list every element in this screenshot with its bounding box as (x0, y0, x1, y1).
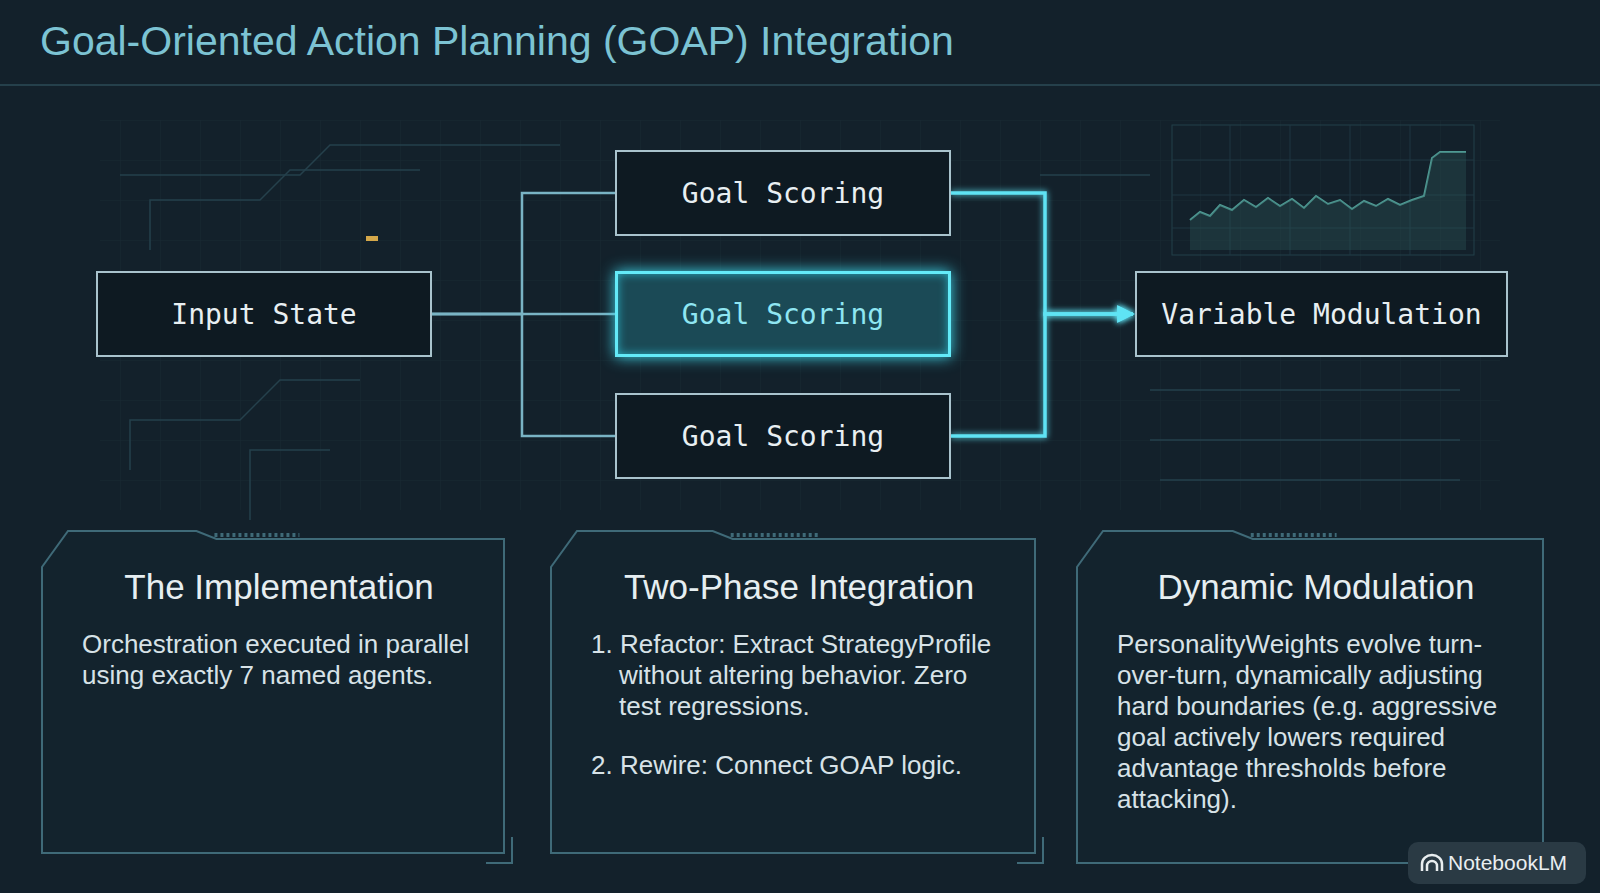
node-label: Goal Scoring (682, 298, 884, 331)
watermark-badge: NotebookLM (1408, 842, 1586, 884)
panel-body: 2. Rewire: Connect GOAP logic. (591, 750, 1007, 781)
goal-box: Goal Scoring (615, 393, 951, 479)
connector (432, 314, 615, 436)
panel-tab-hatch (214, 533, 299, 537)
node-label: Goal Scoring (682, 420, 884, 453)
title-rule (0, 84, 1600, 86)
node-label: Goal Scoring (682, 177, 884, 210)
diagram-title: Goal-Oriented Action Planning (GOAP) Int… (40, 18, 954, 65)
info-panel: Two-Phase Integration 1. Refactor: Extrac… (551, 531, 1041, 857)
info-panel: Dynamic ModulationPersonalityWeights evo… (1077, 531, 1549, 867)
watermark-text: NotebookLM (1448, 851, 1567, 875)
connector (432, 193, 615, 314)
panel-heading: Dynamic Modulation (1117, 567, 1515, 607)
panel-heading: Two-Phase Integration (591, 567, 1007, 607)
panel-heading: The Implementation (82, 567, 476, 607)
panel-tab-hatch (1251, 533, 1337, 537)
panel-frame (42, 531, 504, 853)
panel-frame (1077, 531, 1543, 863)
panel-tab-hatch (731, 533, 821, 537)
panel-frame (551, 531, 1035, 853)
watermark-icon (1420, 853, 1444, 873)
input-box: Input State (96, 271, 432, 357)
info-panel: The ImplementationOrchestration executed… (42, 531, 510, 857)
goal-box-active: Goal Scoring (615, 271, 951, 357)
node-label: Input State (171, 298, 356, 331)
mini-chart (1172, 125, 1474, 255)
panel-corner (486, 837, 512, 863)
indicator-mark (366, 236, 378, 241)
connector (951, 314, 1133, 436)
connector (951, 193, 1133, 314)
panel-corner (1017, 837, 1043, 863)
panel-body: 1. Refactor: Extract StrategyProfile wit… (591, 629, 1007, 722)
panel-body: Orchestration executed in parallel using… (82, 629, 476, 691)
goal-box: Goal Scoring (615, 150, 951, 236)
node-label: Variable Modulation (1161, 298, 1481, 331)
panel-body: PersonalityWeights evolve turn-over-turn… (1117, 629, 1515, 815)
grid (100, 120, 1500, 510)
output-box: Variable Modulation (1135, 271, 1508, 357)
